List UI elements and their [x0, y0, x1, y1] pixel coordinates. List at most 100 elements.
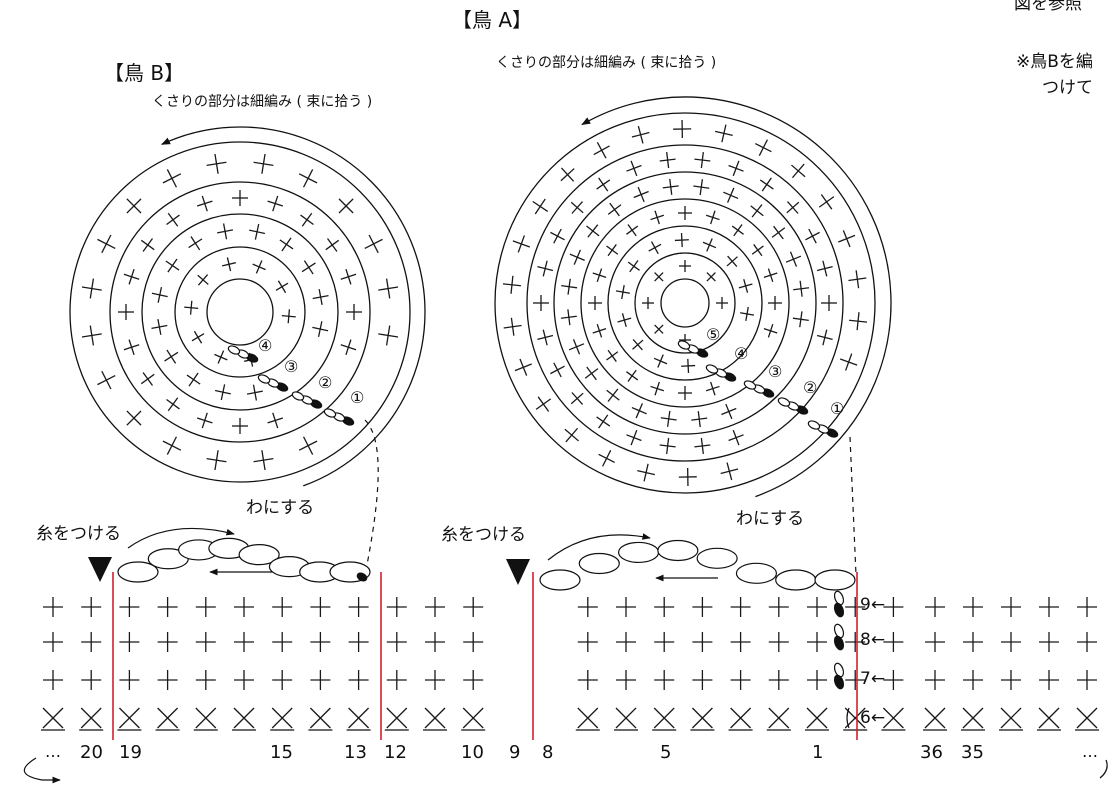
- stitch-number: 9: [509, 742, 521, 763]
- direction-arrow: [160, 126, 426, 487]
- stroke: [165, 260, 180, 271]
- single-crochet-symbol: [606, 388, 620, 402]
- single-crochet-symbol: [119, 597, 140, 617]
- stroke: [768, 707, 790, 729]
- single-crochet-symbol: [253, 153, 274, 174]
- single-crochet-symbol: [560, 167, 575, 182]
- stroke: [785, 255, 802, 263]
- stroke: [81, 286, 102, 291]
- single-crochet-symbol: [642, 297, 654, 309]
- single-crochet-symbol: [925, 670, 945, 690]
- direction-arrow: [1099, 759, 1108, 779]
- slip-stitch-symbol: [157, 707, 179, 729]
- single-crochet-symbol: [425, 597, 445, 617]
- single-crochet-symbol: [633, 186, 649, 203]
- stitch-number: 20: [80, 742, 103, 763]
- stroke: [806, 707, 828, 729]
- direction-arrow: [127, 527, 235, 549]
- stroke: [157, 707, 179, 729]
- stroke: [700, 152, 704, 169]
- stroke: [272, 195, 279, 212]
- single-crochet-symbol: [43, 597, 63, 617]
- single-crochet-symbol: [681, 358, 696, 373]
- single-crochet-symbol: [1001, 632, 1021, 652]
- single-crochet-symbol: [123, 268, 140, 285]
- chain-stitch-symbol: [833, 674, 845, 690]
- stroke: [252, 384, 258, 401]
- single-crochet-symbol: [564, 427, 579, 443]
- stroke: [725, 403, 733, 420]
- stroke: [617, 317, 632, 323]
- single-crochet-symbol: [848, 270, 867, 289]
- single-crochet-symbol: [425, 670, 445, 690]
- single-crochet-symbol: [569, 249, 585, 265]
- stroke: [607, 388, 619, 402]
- single-crochet-symbol: [606, 349, 619, 362]
- single-crochet-symbol: [186, 372, 201, 387]
- stroke: [364, 238, 383, 250]
- single-crochet-symbol: [1077, 632, 1097, 652]
- stroke: [565, 427, 579, 443]
- single-crochet-symbol: [463, 632, 484, 652]
- stitch-number: 10: [461, 742, 484, 763]
- single-crochet-symbol: [740, 306, 755, 321]
- single-crochet-symbol: [807, 670, 827, 690]
- stitch-number: 15: [270, 742, 293, 763]
- single-crochet-symbol: [679, 260, 691, 272]
- stitch-number: 8: [542, 742, 554, 763]
- single-crochet-symbol: [678, 467, 697, 486]
- round-number: ④: [258, 336, 273, 355]
- single-crochet-symbol: [81, 278, 102, 299]
- stroke: [627, 261, 640, 271]
- stitch-number: 1: [812, 742, 824, 763]
- leader-dashed-line: [364, 419, 379, 576]
- stroke: [1076, 707, 1098, 729]
- single-crochet-symbol: [627, 260, 640, 273]
- slip-stitch-symbol: [730, 707, 752, 729]
- chain-stitch-symbol: [833, 635, 845, 651]
- stroke: [164, 351, 179, 362]
- single-crochet-symbol: [963, 597, 983, 617]
- single-crochet-symbol: [267, 195, 284, 212]
- stroke: [42, 707, 64, 729]
- single-crochet-symbol: [763, 323, 778, 338]
- single-crochet-symbol: [157, 670, 178, 690]
- ring-label-b: わにする: [246, 498, 315, 518]
- round-ring: [69, 141, 411, 483]
- stroke: [151, 292, 168, 298]
- single-crochet-symbol: [596, 177, 611, 192]
- stroke: [732, 160, 740, 177]
- chain-stitch-symbol: [257, 374, 271, 384]
- single-crochet-symbol: [81, 670, 102, 690]
- single-crochet-symbol: [184, 300, 199, 315]
- single-crochet-symbol: [346, 304, 362, 320]
- leader-dashed-line: [849, 436, 857, 576]
- single-crochet-symbol: [166, 397, 180, 412]
- stroke: [751, 245, 764, 255]
- bird-a-note: くさりの部分は細編み ( 束に拾う ): [496, 55, 717, 71]
- stroke: [1038, 707, 1060, 729]
- stroke: [502, 283, 521, 287]
- chain-stitch-symbol: [227, 345, 241, 355]
- single-crochet-symbol: [818, 194, 835, 210]
- single-crochet-symbol: [654, 324, 664, 334]
- stroke: [654, 272, 664, 282]
- single-crochet-symbol: [232, 190, 248, 206]
- single-crochet-symbol: [81, 597, 102, 617]
- single-crochet-symbol: [883, 670, 904, 690]
- stroke: [281, 315, 296, 318]
- stitch-number: …: [1082, 742, 1098, 761]
- slip-stitch-symbol: [233, 707, 255, 729]
- single-crochet-symbol: [768, 597, 789, 617]
- stroke: [962, 707, 984, 729]
- stroke: [118, 707, 140, 729]
- slip-stitch-symbol: [691, 707, 713, 729]
- single-crochet-symbol: [759, 177, 774, 192]
- single-crochet-symbol: [730, 632, 751, 652]
- single-crochet-symbol: [364, 234, 383, 254]
- attach-yarn-label-a: 糸をつける: [441, 525, 526, 545]
- single-crochet-symbol: [586, 224, 600, 238]
- single-crochet-symbol: [1077, 597, 1097, 617]
- chain-stitch-symbol: [539, 569, 581, 591]
- stroke: [191, 333, 205, 342]
